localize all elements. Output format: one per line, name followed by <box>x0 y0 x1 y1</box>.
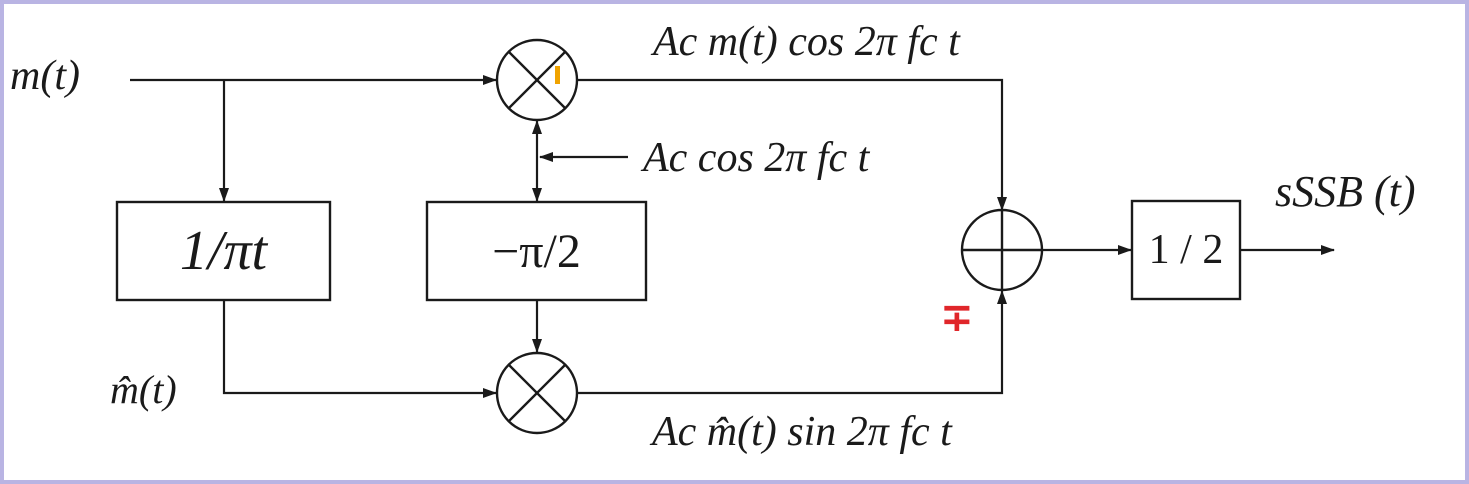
lower-product-wire <box>577 290 1007 395</box>
text-cursor <box>555 66 560 84</box>
gain-block <box>1130 199 1242 301</box>
carrier-label: Aс cos 2π fс t <box>643 135 870 181</box>
hilbert-output-wire <box>222 300 497 398</box>
upper-product-label: Aс m(t) cos 2π fс t <box>653 19 960 65</box>
gain-block-label: 1 / 2 <box>1148 227 1224 273</box>
upper-product-wire <box>577 78 1007 211</box>
output-label: sSSB (t) <box>1275 167 1416 216</box>
input-label: m(t) <box>10 53 80 99</box>
hilbert-transform-block <box>115 200 332 302</box>
summer-sign: ∓ <box>940 295 974 341</box>
hilbert-output-label: m̂(t) <box>110 367 177 412</box>
phase-shift-block-label: −π/2 <box>492 224 581 278</box>
lower-product-label: Aс m̂(t) sin 2π fс t <box>652 409 952 455</box>
hilbert-block-label: 1/πt <box>179 220 268 282</box>
